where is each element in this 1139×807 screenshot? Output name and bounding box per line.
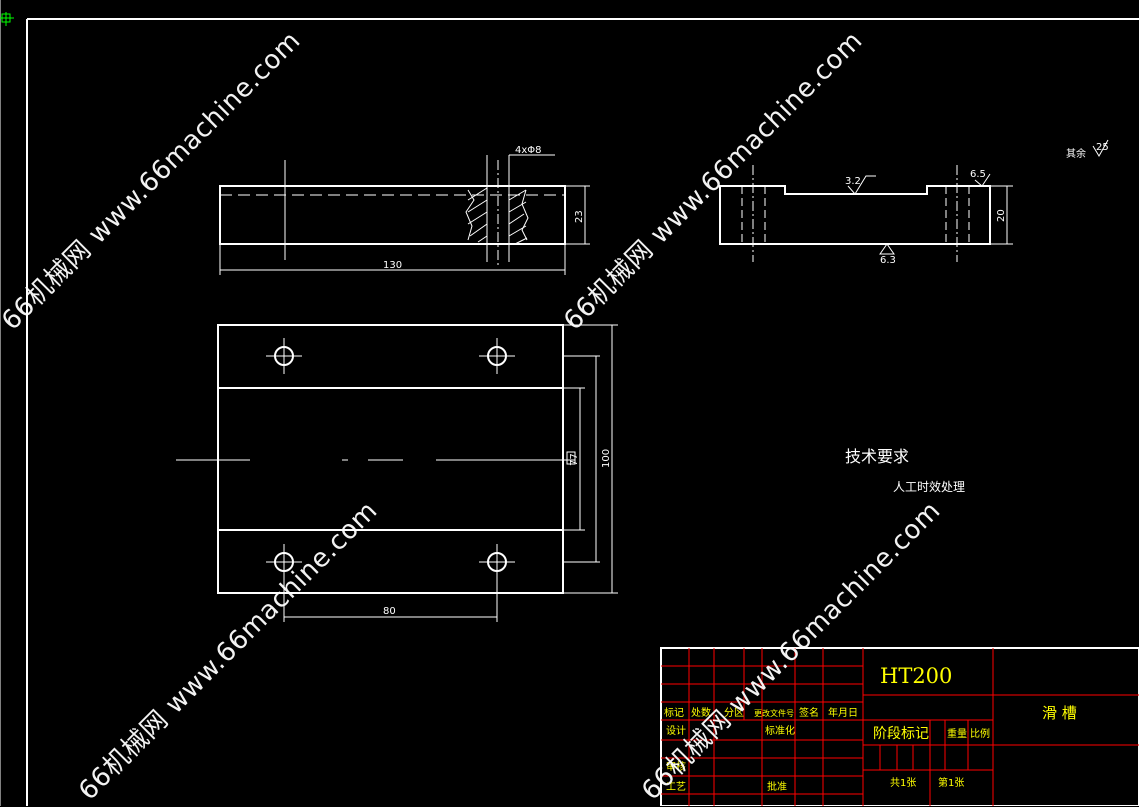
front-height-dim: 23	[574, 210, 585, 223]
tb-material: HT200	[880, 664, 952, 688]
front-view[interactable]	[219, 154, 590, 275]
tb-process-label: 工艺	[666, 781, 686, 793]
tb-header-change-doc: 更改文件号	[754, 708, 794, 718]
drawing-border	[26, 18, 1139, 806]
front-hole-section	[465, 155, 529, 265]
top-view[interactable]	[176, 324, 618, 622]
front-dimensions	[219, 154, 590, 275]
tb-header-date: 年月日	[828, 706, 858, 719]
tb-standardize-label: 标准化	[765, 724, 795, 737]
side-height-dim: 20	[996, 209, 1007, 222]
tb-sheet-no: 第1张	[938, 776, 964, 789]
tb-design-label: 设计	[666, 724, 686, 737]
roughness-note-symbol	[1092, 139, 1109, 157]
tb-review-label: 审核	[666, 760, 686, 773]
top-hole-spacing-dim: 80	[383, 606, 396, 617]
tb-header-zone: 分区	[724, 707, 744, 719]
tb-weight-label: 重量	[947, 727, 967, 740]
tb-scale-label: 比例	[970, 727, 990, 740]
tb-header-mark: 标记	[664, 707, 684, 719]
roughness-top: 3.2	[845, 176, 861, 187]
ucs-icon	[0, 12, 14, 26]
front-length-dim: 130	[383, 260, 402, 271]
tb-header-count: 处数	[691, 706, 711, 719]
hole-callout: 4xΦ8	[515, 145, 542, 156]
top-outer-width-dim: 100	[601, 449, 612, 468]
tb-part-name: 滑 槽	[1042, 704, 1077, 722]
tech-req-item: 人工时效处理	[893, 479, 965, 494]
roughness-right: 6.5	[970, 169, 986, 180]
title-block[interactable]: 标记 处数 分区 更改文件号 签名 年月日 设计 标准化 审核 工艺 批准 重量…	[660, 647, 1139, 806]
roughness-note-value: 25	[1096, 142, 1109, 153]
tb-total-sheets: 共1张	[890, 777, 916, 789]
tb-approve-label: 批准	[767, 780, 787, 793]
roughness-note-prefix: 其余	[1066, 147, 1086, 160]
tb-stage-mark: 阶段标记	[873, 726, 929, 742]
side-view[interactable]	[719, 165, 1013, 262]
tech-req-heading: 技术要求	[845, 447, 909, 466]
top-inner-width-dim: 77	[569, 453, 580, 466]
roughness-bottom: 6.3	[880, 255, 896, 266]
tb-header-signature: 签名	[799, 706, 819, 719]
mounting-holes	[274, 346, 507, 572]
